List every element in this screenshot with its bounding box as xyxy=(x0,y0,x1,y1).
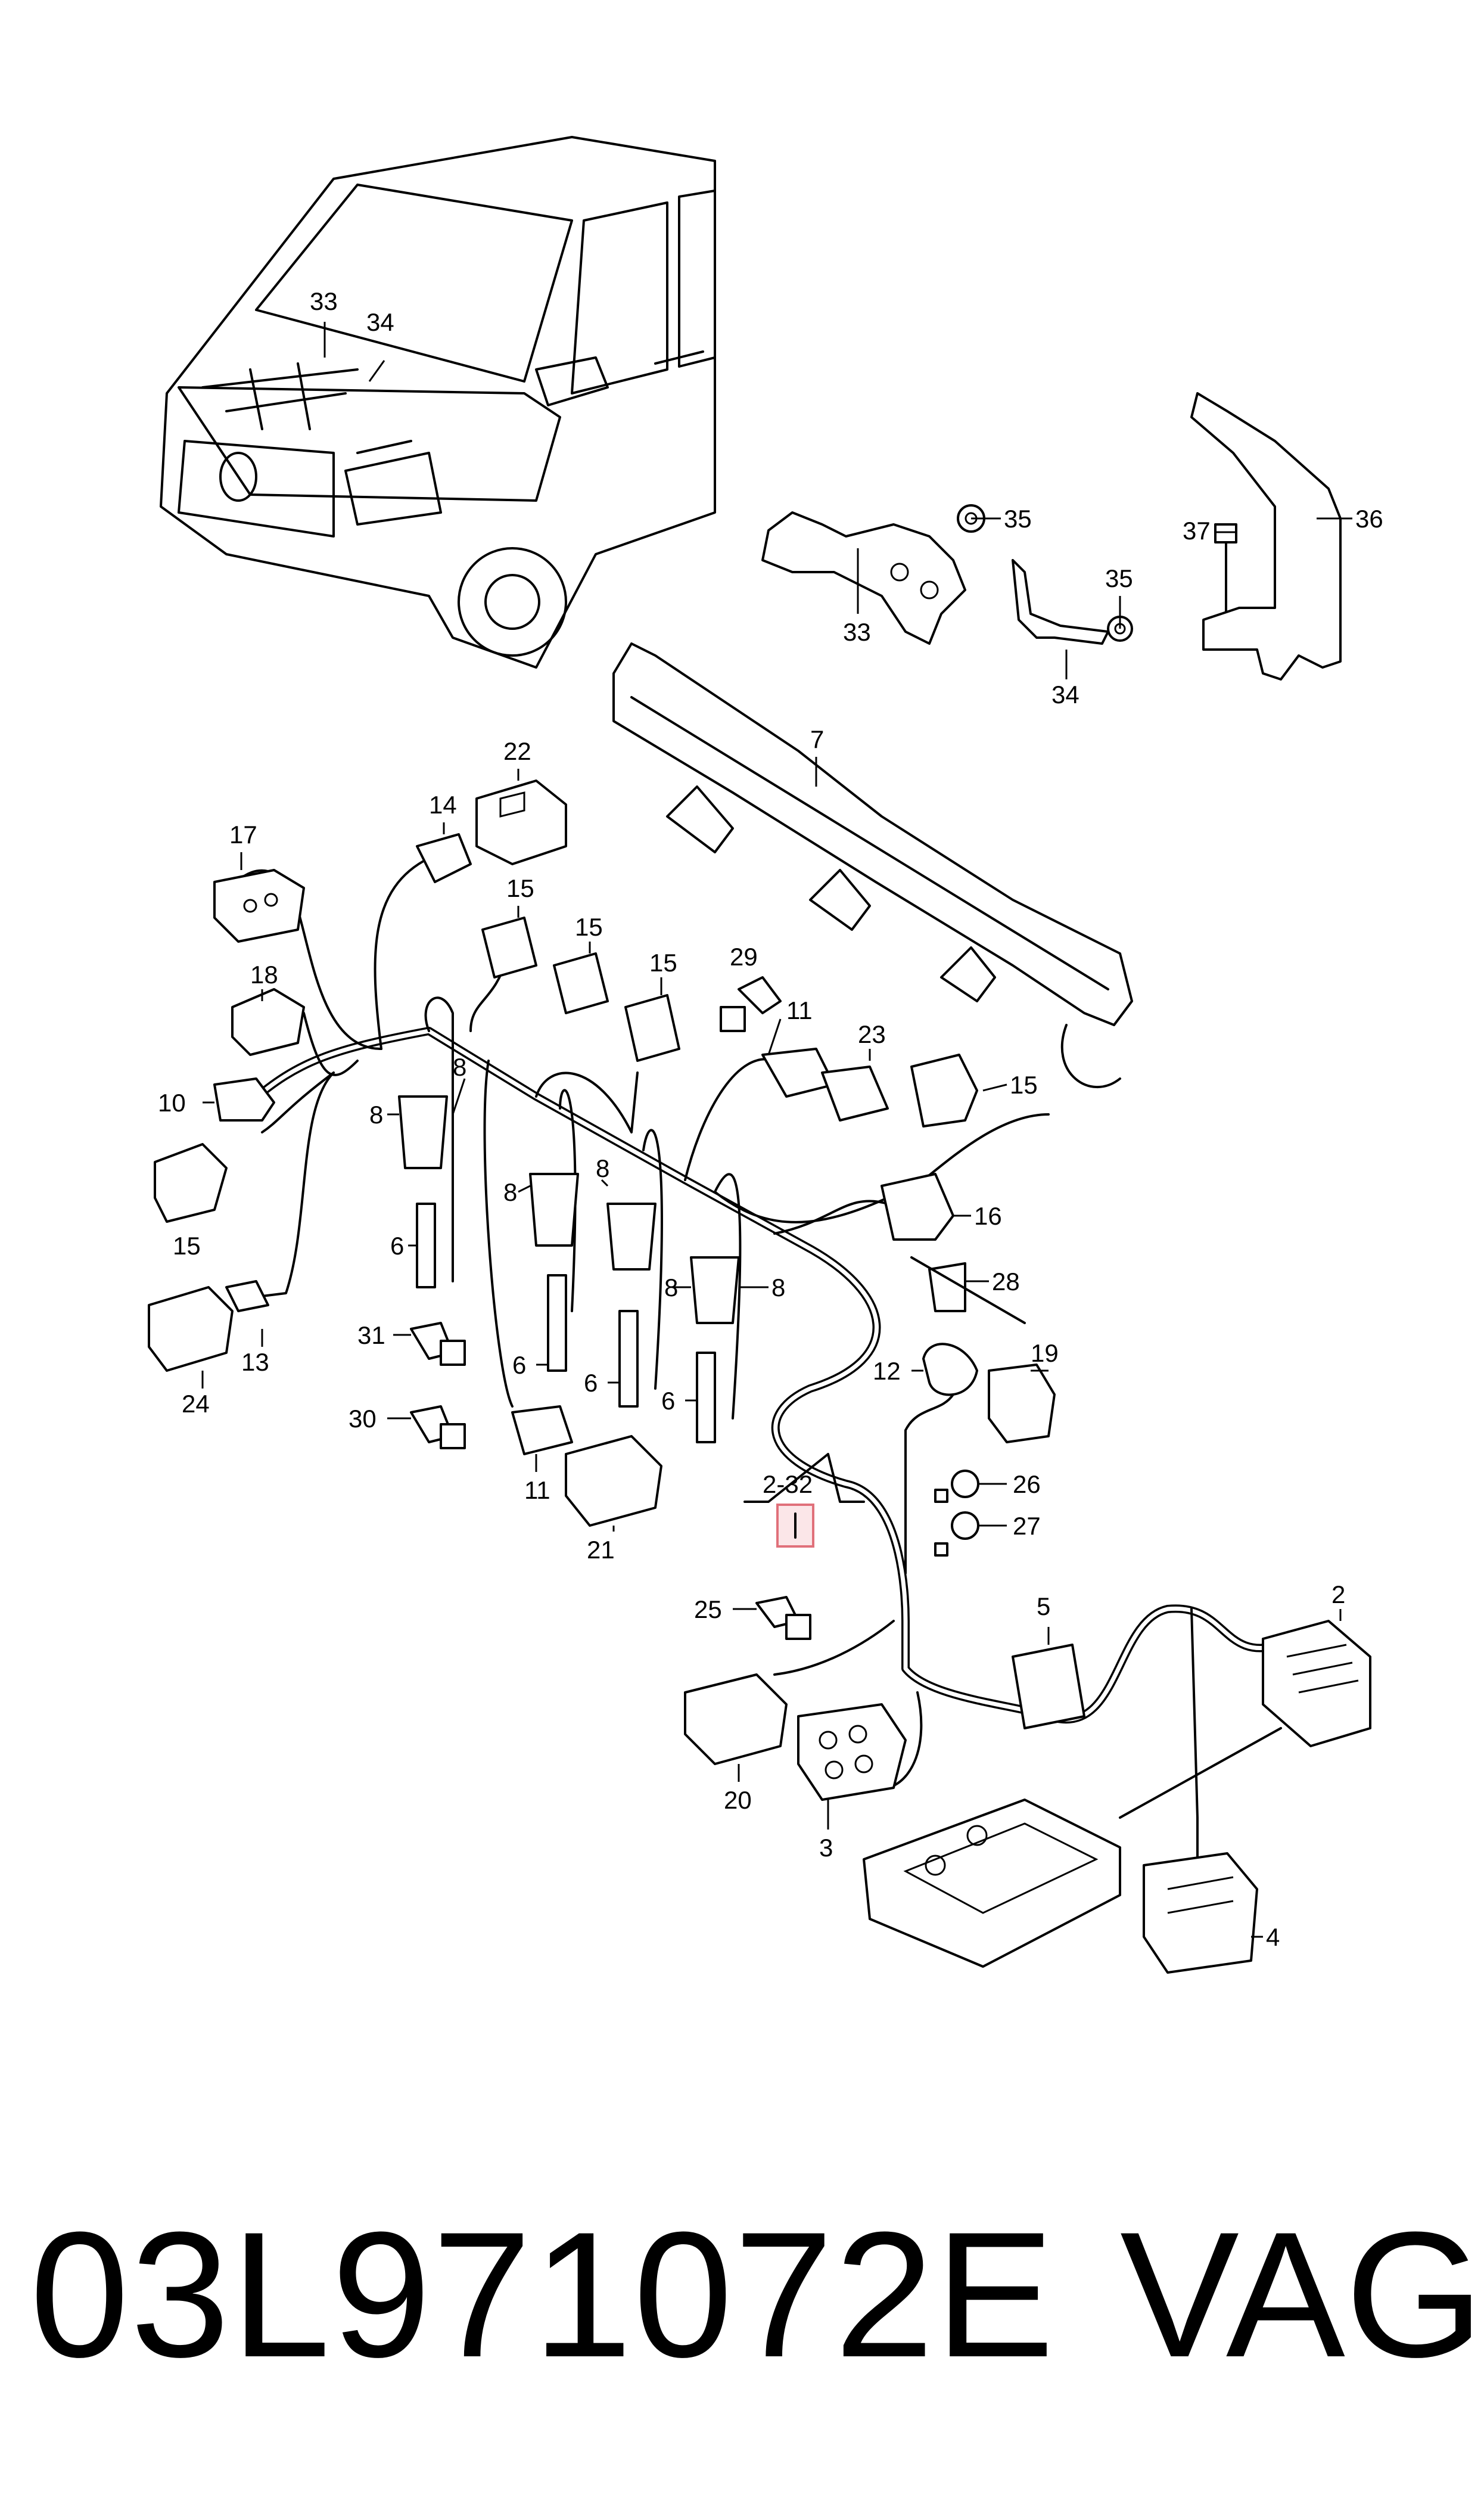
tube-7 xyxy=(612,642,1133,1089)
bolt-26 xyxy=(934,1470,979,1503)
callout-labels: 33 34 35 33 35 34 37 36 7 22 14 17 15 15… xyxy=(158,287,1383,1951)
connector-14 xyxy=(416,833,472,883)
wiring-harness-diagram: 33 34 35 33 35 34 37 36 7 22 14 17 15 15… xyxy=(148,136,1383,1974)
connector-28 xyxy=(910,1256,1026,1324)
callout-14: 14 xyxy=(429,791,457,819)
callout-8: 8 xyxy=(369,1101,383,1129)
connector-15-1 xyxy=(481,917,537,979)
callout-31: 31 xyxy=(357,1321,385,1349)
callout-8: 8 xyxy=(664,1274,678,1302)
callout-17: 17 xyxy=(229,821,257,849)
connector-17 xyxy=(213,869,305,943)
callout-5: 5 xyxy=(1037,1592,1050,1620)
connector-15-3 xyxy=(624,994,680,1062)
connector-15-left xyxy=(154,1143,228,1223)
callout-22: 22 xyxy=(503,737,531,765)
bracket-33 xyxy=(761,511,966,645)
callout-30: 30 xyxy=(349,1405,377,1433)
connector-15-right xyxy=(910,1054,978,1128)
clip-30 xyxy=(410,1405,466,1449)
callout-27: 27 xyxy=(1013,1512,1041,1540)
callout-25: 25 xyxy=(694,1595,722,1623)
callout-15: 15 xyxy=(173,1232,201,1260)
callout-7: 7 xyxy=(810,725,824,753)
connector-13 xyxy=(225,1280,269,1312)
callout-10: 10 xyxy=(158,1089,186,1117)
callout-35: 35 xyxy=(1105,564,1133,592)
callout-24: 24 xyxy=(182,1390,210,1418)
connector-20 xyxy=(684,1673,788,1765)
connector-22 xyxy=(475,779,567,865)
callout-3: 3 xyxy=(819,1834,833,1862)
callout-28: 28 xyxy=(992,1268,1020,1296)
callout-19: 19 xyxy=(1031,1339,1059,1367)
bracket-34 xyxy=(1012,559,1109,645)
callout-16: 16 xyxy=(974,1202,1002,1230)
callout-37: 37 xyxy=(1183,517,1211,545)
callout-35: 35 xyxy=(1004,505,1032,533)
connector-3 xyxy=(797,1703,907,1801)
relay-4 xyxy=(1143,1852,1258,1974)
control-unit xyxy=(863,1799,1121,1968)
sleeve-6-4 xyxy=(690,1256,740,1443)
callout-8: 8 xyxy=(596,1154,609,1182)
connector-19 xyxy=(988,1363,1056,1443)
callout-11: 11 xyxy=(524,1476,550,1504)
callout-8: 8 xyxy=(771,1274,785,1302)
callout-33: 33 xyxy=(843,618,871,646)
callout-18: 18 xyxy=(250,961,278,989)
callout-15: 15 xyxy=(506,874,534,902)
callout-6: 6 xyxy=(512,1351,526,1379)
callout-29: 29 xyxy=(730,943,758,971)
callout-4: 4 xyxy=(1266,1923,1280,1951)
bolt-27 xyxy=(934,1511,979,1557)
connector-2 xyxy=(1262,1620,1371,1747)
connector-24 xyxy=(148,1286,234,1372)
callout-20: 20 xyxy=(724,1786,752,1814)
clip-25 xyxy=(755,1596,811,1640)
callout-12: 12 xyxy=(873,1357,901,1385)
callout-6: 6 xyxy=(584,1369,598,1397)
callout-36: 36 xyxy=(1355,505,1383,533)
leader-lines xyxy=(201,322,1352,1938)
connector-23 xyxy=(821,1066,889,1122)
connector-11-bottom xyxy=(511,1405,573,1455)
part-number: 03L971072E xyxy=(30,2194,1056,2394)
callout-33: 33 xyxy=(310,287,338,315)
callout-11: 11 xyxy=(786,996,813,1024)
callout-range-bracket xyxy=(743,1453,865,1548)
sleeve-6-1 xyxy=(398,1095,448,1288)
connector-16 xyxy=(881,1173,954,1241)
callout-8: 8 xyxy=(503,1178,517,1206)
grommet-5 xyxy=(1012,1644,1085,1729)
clip-31 xyxy=(410,1322,466,1366)
connector-15-2 xyxy=(553,952,609,1014)
bracket-36 xyxy=(1190,392,1342,681)
grommet-12 xyxy=(922,1343,978,1396)
sleeve-6-3 xyxy=(606,1203,657,1408)
bolt-37 xyxy=(1214,523,1237,615)
callout-34: 34 xyxy=(1051,681,1079,709)
callout-15: 15 xyxy=(575,913,603,941)
clip-29 xyxy=(720,976,782,1032)
callout-6: 6 xyxy=(661,1387,675,1415)
callout-34: 34 xyxy=(366,308,394,336)
callout-23: 23 xyxy=(858,1020,886,1048)
van-illustration xyxy=(160,136,716,669)
callout-26: 26 xyxy=(1013,1470,1041,1498)
connector-10 xyxy=(213,1077,275,1122)
connector-18 xyxy=(231,988,305,1056)
callout-8: 8 xyxy=(453,1053,466,1081)
callout-2-32: 2-32 xyxy=(763,1470,813,1498)
callout-6: 6 xyxy=(390,1232,404,1260)
sleeve-6-2 xyxy=(529,1173,579,1372)
callout-2: 2 xyxy=(1331,1580,1345,1608)
callout-13: 13 xyxy=(241,1348,269,1376)
brand-name: VAG xyxy=(1120,2194,1484,2394)
connector-21 xyxy=(565,1435,662,1527)
callout-15: 15 xyxy=(649,949,677,977)
callout-21: 21 xyxy=(587,1536,615,1564)
callout-15: 15 xyxy=(1010,1071,1038,1099)
